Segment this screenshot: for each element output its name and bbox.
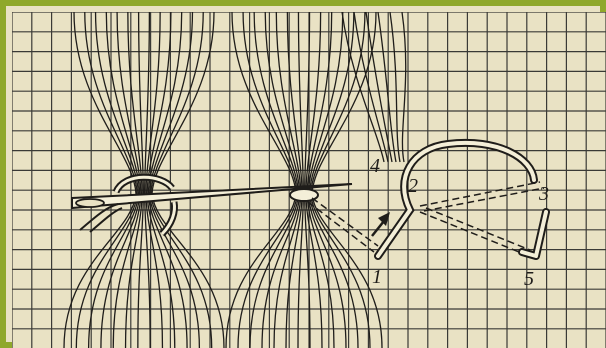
stitch-diagram: 4 2 3 1 5 [12, 12, 606, 348]
point-label-1: 1 [372, 266, 382, 288]
point-label-3: 3 [538, 183, 549, 205]
point-label-5: 5 [524, 268, 534, 290]
point-label-2: 2 [408, 175, 418, 197]
point-label-4: 4 [370, 155, 380, 177]
